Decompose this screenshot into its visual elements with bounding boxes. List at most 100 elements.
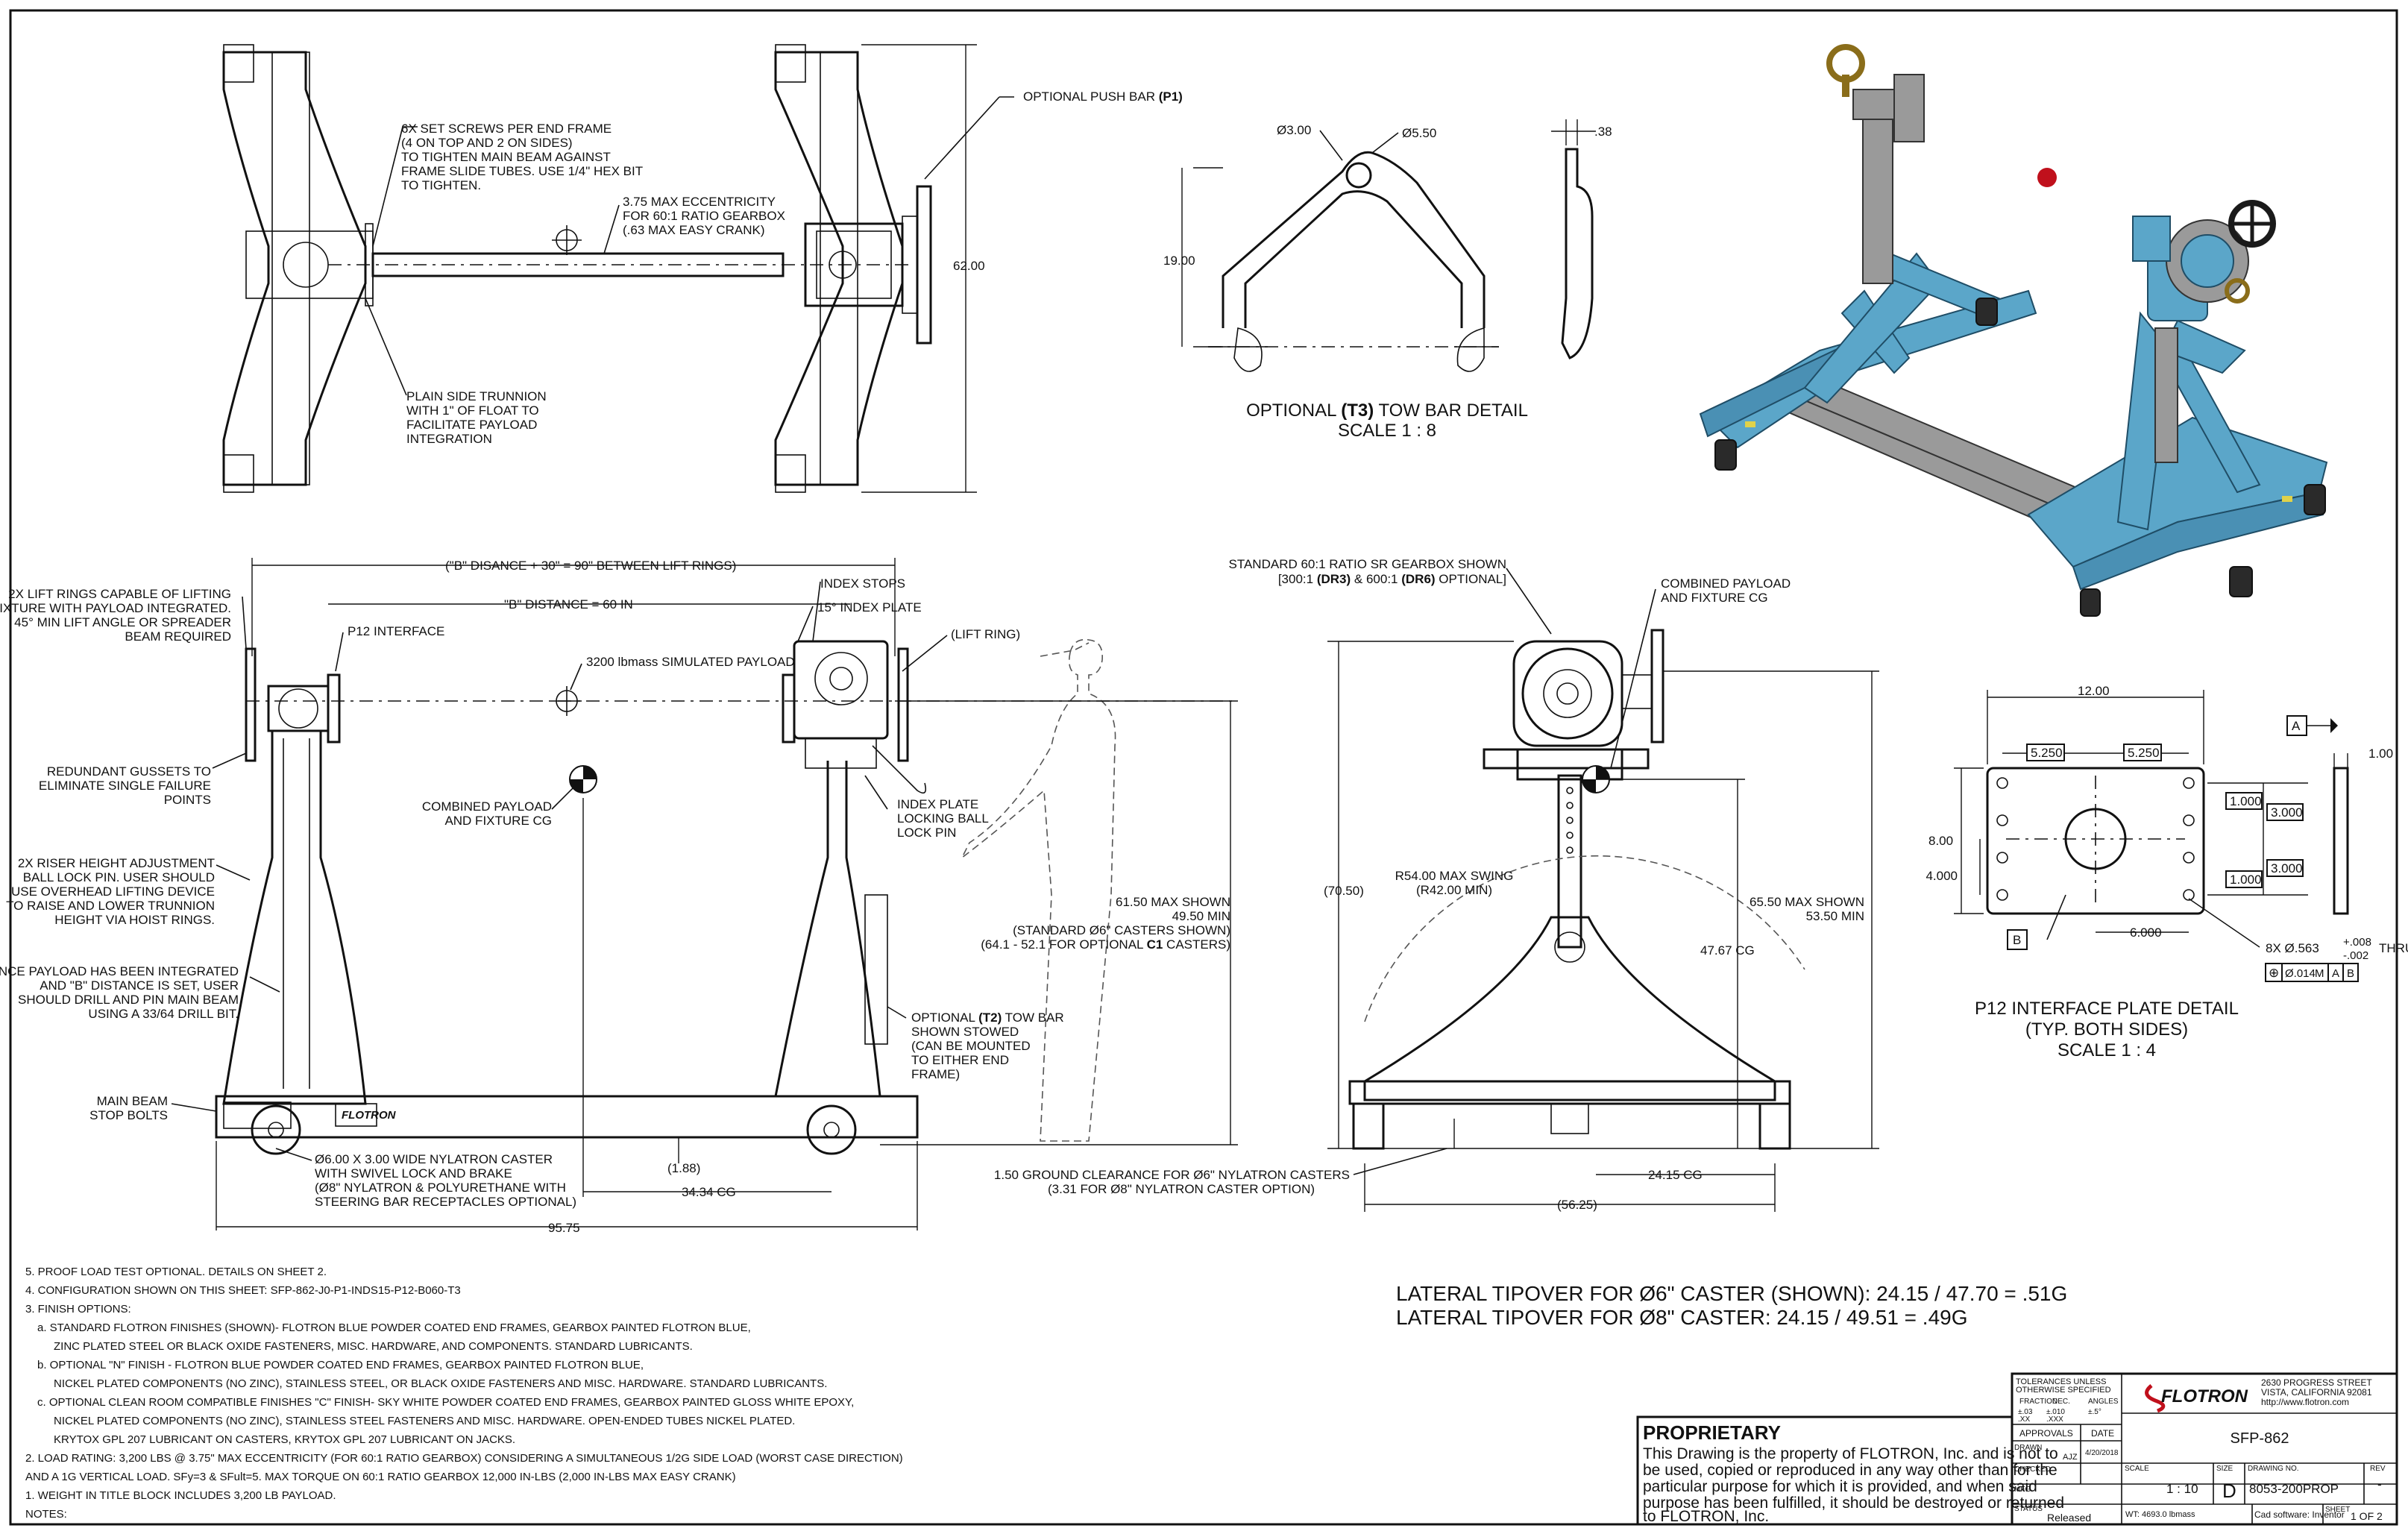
proprietary-line: to FLOTRON, Inc.	[1643, 1508, 1769, 1525]
fcf-position-icon: ⊕	[2269, 966, 2279, 980]
dim-lift-rings: ("B" DISANCE + 30" = 90" BETWEEN LIFT RI…	[445, 559, 736, 573]
dim-dia-300: Ø3.00	[1277, 123, 1311, 137]
plate-tol-plus: +.008	[2343, 936, 2371, 949]
proprietary-block: PROPRIETARY This Drawing is the property…	[1636, 1415, 2064, 1526]
note-drill-1: ONCE PAYLOAD HAS BEEN INTEGRATED	[0, 964, 239, 978]
note-line: 1. WEIGHT IN TITLE BLOCK INCLUDES 3,200 …	[25, 1489, 336, 1502]
note-trunnion-1: PLAIN SIDE TRUNNION	[406, 389, 547, 403]
tb-dwg: 8053-200PROP	[2249, 1482, 2339, 1496]
fcf-tolerance: Ø.014	[2285, 967, 2316, 980]
tb-sheet-lbl: SHEET	[2325, 1506, 2350, 1514]
note-caster-4: STEERING BAR RECEPTACLES OPTIONAL)	[315, 1195, 576, 1209]
tb-tol-xx: .XX	[2018, 1415, 2030, 1424]
note-caster-1: Ø6.00 X 3.00 WIDE NYLATRON CASTER	[315, 1152, 553, 1166]
general-notes: 5. PROOF LOAD TEST OPTIONAL. DETAILS ON …	[25, 1266, 903, 1521]
note-end-cg-1: COMBINED PAYLOAD	[1661, 576, 1791, 591]
dim-end-cg-w: 24.15 CG	[1648, 1168, 1703, 1182]
note-towbar-stowed-5: FRAME)	[911, 1067, 960, 1081]
note-lockpin-3: LOCK PIN	[897, 826, 956, 840]
side-view: ("B" DISANCE + 30" = 90" BETWEEN LIFT RI…	[171, 558, 1238, 1235]
dim-7050: (70.50)	[1324, 884, 1364, 898]
note-gussets-3: POINTS	[164, 793, 211, 807]
tb-logo: FLOTRON	[2161, 1386, 2248, 1406]
note-eccentricity-3: (.63 MAX EASY CRANK)	[623, 223, 765, 237]
datum-a-label: A	[2292, 719, 2301, 733]
note-end-cg-2: AND FIXTURE CG	[1661, 591, 1768, 605]
tb-approvals: APPROVALS	[2019, 1428, 2073, 1439]
towbar-scale: SCALE 1 : 8	[1338, 421, 1436, 441]
note-line: AND A 1G VERTICAL LOAD. SFy=3 & SFult=5.…	[25, 1471, 736, 1483]
note-liftrings-2: FIXTURE WITH PAYLOAD INTEGRATED.	[0, 601, 231, 615]
proprietary-line: This Drawing is the property of FLOTRON,…	[1643, 1445, 2058, 1462]
note-drill-2: AND "B" DISTANCE IS SET, USER	[40, 978, 239, 993]
proprietary-line: particular purpose for which it is provi…	[1643, 1478, 2037, 1495]
note-height-4: (64.1 - 52.1 FOR OPTIONAL C1 CASTERS)	[981, 937, 1230, 952]
tb-scale-lbl: SCALE	[2125, 1465, 2149, 1473]
note-riser-5: HEIGHT VIA HOIST RINGS.	[54, 913, 215, 927]
tb-dwg-lbl: DRAWING NO.	[2248, 1465, 2299, 1473]
tb-tol-1: TOLERANCES UNLESS	[2016, 1377, 2106, 1386]
note-index-stops: INDEX STOPS	[820, 576, 905, 591]
dim-towbar-19: 19.00	[1163, 254, 1195, 268]
tb-address-1: 2630 PROGRESS STREET	[2261, 1377, 2372, 1388]
tb-tol-2: OTHERWISE SPECIFIED	[2016, 1386, 2111, 1395]
tb-status: Released	[2047, 1512, 2091, 1524]
tb-tol-c: ±.5°	[2088, 1408, 2102, 1416]
isometric-render	[1699, 44, 2328, 617]
dim-side-cg: 34.34 CG	[682, 1185, 736, 1199]
red-marker-icon	[2037, 168, 2057, 187]
dim-5250-a: 5.250	[2031, 746, 2063, 760]
note-gearbox-1: STANDARD 60:1 RATIO SR GEARBOX SHOWN	[1229, 557, 1507, 571]
note-gussets-2: ELIMINATE SINGLE FAILURE	[39, 779, 211, 793]
tb-cad: Cad software: Inventor	[2254, 1509, 2345, 1520]
note-liftrings-1: 2X LIFT RINGS CAPABLE OF LIFTING	[8, 587, 231, 601]
tb-rev: -	[2377, 1477, 2382, 1492]
note-swing-2: (R42.00 MIN)	[1416, 883, 1492, 897]
tb-sheet: 1 OF 2	[2351, 1510, 2383, 1522]
dim-b-distance: "B" DISTANCE = 60 IN	[504, 597, 633, 612]
note-gussets-1: REDUNDANT GUSSETS TO	[47, 764, 211, 779]
side-logo: FLOTRON	[342, 1109, 397, 1122]
note-lockpin-1: INDEX PLATE	[897, 797, 978, 811]
tb-address-2: VISTA, CALIFORNIA 92081	[2261, 1387, 2372, 1398]
tipover-line-2: LATERAL TIPOVER FOR Ø8" CASTER: 24.15 / …	[1396, 1306, 1968, 1329]
plate-detail: 12.00 5.250 5.250 8.00 4.000 1.000 3.000…	[1926, 684, 2408, 1060]
note-caster-3: (Ø8" NYLATRON & POLYURETHANE WITH	[315, 1181, 566, 1195]
dim-3000-a: 3.000	[2271, 805, 2303, 820]
tb-checked: CHECKED	[2014, 1465, 2051, 1474]
fcf-datum-a: A	[2332, 967, 2339, 980]
plate-scale: SCALE 1 : 4	[2058, 1040, 2156, 1060]
tb-frac: FRACTION	[2019, 1398, 2058, 1406]
notes-header: NOTES:	[25, 1508, 67, 1521]
dim-9575: 95.75	[548, 1221, 580, 1235]
note-line: c. OPTIONAL CLEAN ROOM COMPATIBLE FINISH…	[37, 1396, 854, 1409]
end-view: (70.50) 47.67 CG 65.50 MAX SHOWN 53.50 M…	[994, 557, 1879, 1212]
note-side-cg-2: AND FIXTURE CG	[444, 814, 552, 828]
note-setscrews-2: (4 ON TOP AND 2 ON SIDES)	[401, 136, 573, 150]
top-view: 62.00	[222, 44, 1014, 493]
top-view-notes: 6X SET SCREWS PER END FRAME (4 ON TOP AN…	[401, 89, 1183, 446]
tb-angles: ANGLES	[2088, 1398, 2119, 1406]
fcf-mmc: M	[2315, 967, 2324, 980]
dim-plate-thk: 1.00	[2368, 747, 2393, 761]
dim-5625: (56.25)	[1557, 1198, 1597, 1212]
tb-status-lbl: STATUS	[2014, 1505, 2043, 1513]
note-towbar-stowed-1: OPTIONAL (T2) TOW BAR	[911, 1010, 1064, 1025]
fcf-datum-b: B	[2347, 967, 2354, 980]
note-riser-2: BALL LOCK PIN. USER SHOULD	[23, 870, 215, 884]
dim-plate-8: 8.00	[1928, 834, 1953, 848]
note-line: 4. CONFIGURATION SHOWN ON THIS SHEET: SF…	[25, 1284, 461, 1297]
note-line: NICKEL PLATED COMPONENTS (NO ZINC), STAI…	[54, 1377, 827, 1390]
note-line: b. OPTIONAL "N" FINISH - FLOTRON BLUE PO…	[37, 1359, 644, 1371]
note-setscrews-5: TO TIGHTEN.	[401, 178, 481, 192]
note-lift-ring: (LIFT RING)	[951, 627, 1020, 641]
tb-tol-xxx: .XXX	[2046, 1415, 2063, 1424]
tb-rev-lbl: REV	[2370, 1465, 2386, 1473]
note-drill-4: USING A 33/64 DRILL BIT.	[88, 1007, 239, 1021]
tipover-block: LATERAL TIPOVER FOR Ø6" CASTER (SHOWN): …	[1396, 1282, 2067, 1329]
note-caster-2: WITH SWIVEL LOCK AND BRAKE	[315, 1166, 512, 1181]
note-swing-1: R54.00 MAX SWING	[1395, 869, 1514, 883]
note-riser-3: USE OVERHEAD LIFTING DEVICE	[11, 884, 215, 899]
note-liftrings-3: 45° MIN LIFT ANGLE OR SPREADER	[14, 615, 231, 629]
